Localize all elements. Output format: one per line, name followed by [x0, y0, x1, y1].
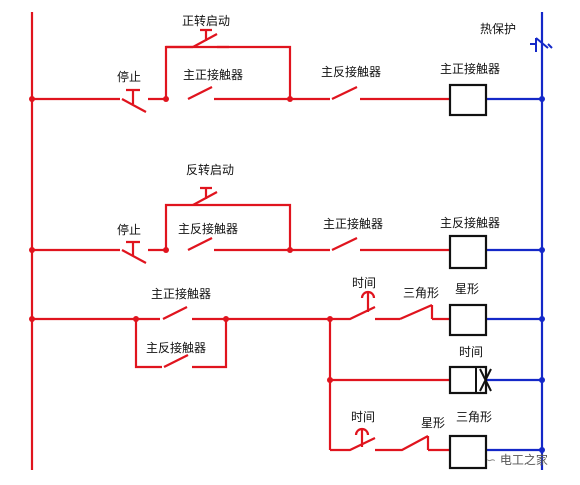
- label-stop-2: 停止: [117, 223, 142, 237]
- label-main-fwd-contact-r3: 主正接触器: [151, 287, 212, 301]
- main-fwd-contact-r1: [187, 86, 213, 100]
- thermal-protection-contact: [530, 37, 553, 52]
- timer-coil-delay-mark: [475, 367, 492, 393]
- reverse-start-parallel-branch: [164, 203, 292, 250]
- label-star-coil: 星形: [455, 282, 480, 296]
- main-fwd-coil: [448, 83, 488, 117]
- forward-start-button: [192, 28, 218, 48]
- label-main-rev-coil-r2: 主反接触器: [440, 216, 501, 230]
- main-rev-parallel-branch: [134, 319, 228, 369]
- watermark-text: 电工之家: [499, 453, 548, 467]
- wires-neutral: [486, 12, 544, 470]
- label-main-fwd-contact-r1: 主正接触器: [183, 68, 244, 82]
- stop-button-2-actuator: [126, 240, 140, 256]
- coils: [448, 83, 488, 470]
- watermark-logo-icon: ∽: [486, 453, 500, 467]
- watermark: ∽ 电工之家: [486, 451, 548, 468]
- timer-delay-contact-2: [330, 437, 398, 452]
- label-delta-contact-1: 三角形: [403, 286, 440, 300]
- stop-button-1-actuator: [126, 88, 140, 104]
- star-nc-contact-2: [398, 435, 450, 452]
- delta-nc-contact-1: [399, 303, 450, 321]
- label-thermal-protection: 热保护: [480, 22, 517, 36]
- label-main-rev-interlock-r1: 主反接触器: [321, 65, 382, 79]
- label-main-rev-contact-r3: 主反接触器: [146, 341, 207, 355]
- label-delta-coil: 三角形: [456, 410, 493, 424]
- label-main-rev-contact-r2: 主反接触器: [178, 222, 239, 236]
- label-timer-contact-1: 时间: [352, 276, 377, 290]
- label-main-fwd-interlock-r2: 主正接触器: [323, 217, 384, 231]
- main-rev-contact-r2: [187, 237, 213, 251]
- delta-coil: [448, 434, 488, 470]
- label-stop-1: 停止: [117, 70, 142, 84]
- main-rev-contact-r3: [163, 354, 189, 368]
- reverse-start-button: [192, 186, 218, 206]
- label-main-fwd-coil-r1: 主正接触器: [440, 62, 501, 76]
- neutral-dots: [539, 96, 545, 453]
- label-star-contact-2: 星形: [421, 416, 446, 430]
- main-rev-interlock-r1: [331, 86, 358, 100]
- star-coil: [448, 303, 488, 337]
- timer-delay-contact-1: [330, 306, 400, 321]
- timer-coil-branch-wire: [328, 319, 450, 450]
- timer-delay-symbol-2: [354, 427, 370, 447]
- wires-control: [30, 12, 450, 470]
- junction-dots: [29, 96, 333, 383]
- stop-button-2-contact: [121, 249, 147, 264]
- main-fwd-contact-r3: [162, 306, 188, 320]
- label-forward-start: 正转启动: [182, 14, 231, 28]
- label-reverse-start: 反转启动: [186, 163, 235, 177]
- label-timer-contact-2: 时间: [351, 410, 376, 424]
- label-timer-coil: 时间: [459, 345, 484, 359]
- main-fwd-interlock-r2: [331, 237, 358, 251]
- timer-delay-symbol-1: [360, 290, 376, 312]
- main-rev-coil: [448, 234, 488, 270]
- stop-button-1-contact: [121, 98, 147, 113]
